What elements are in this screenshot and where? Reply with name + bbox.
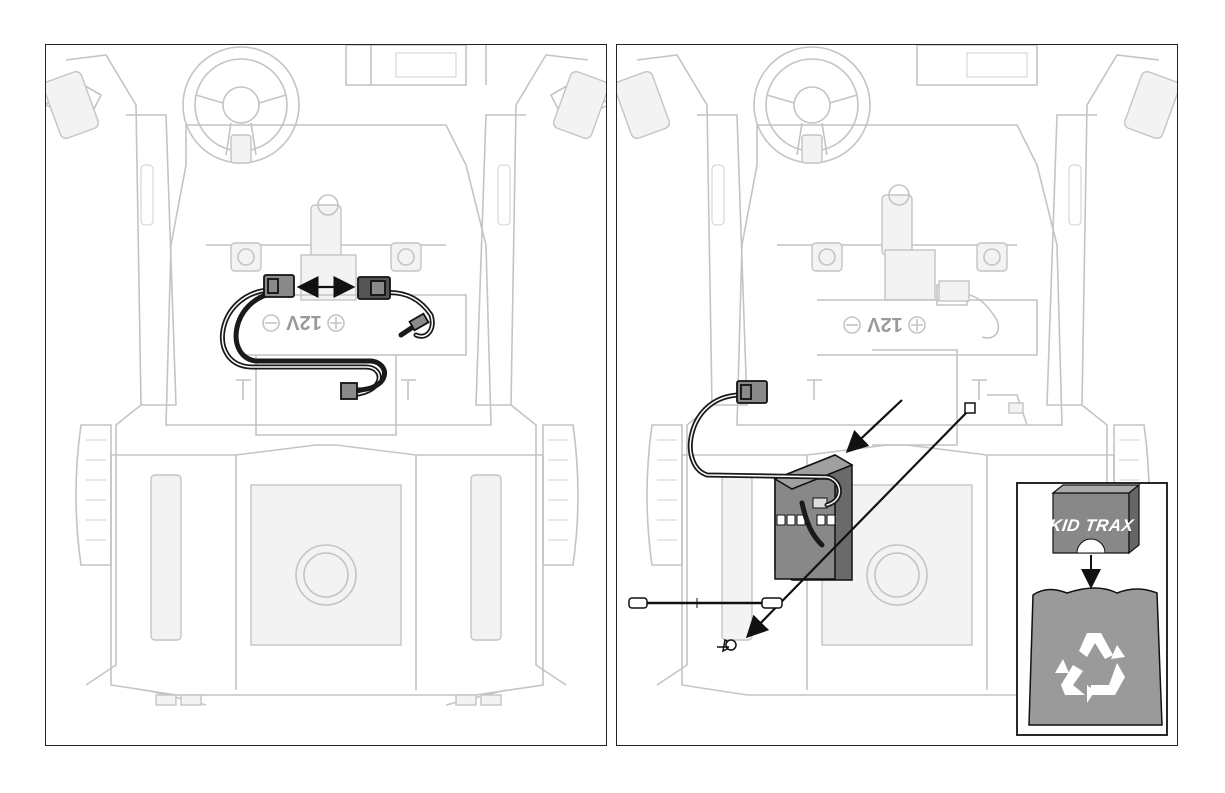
panel-left-disconnect: 12V [45, 44, 607, 746]
recycle-inset: KID TRAX [1017, 483, 1167, 735]
removed-battery [775, 455, 852, 580]
harness-plug [341, 383, 357, 399]
battery-terminal-symbols: 12V [263, 311, 344, 333]
vehicle-diagram-right: 12V [617, 45, 1178, 746]
strap-screw-point [965, 403, 975, 413]
panel-right-remove-battery: 12V [616, 44, 1178, 746]
screw-icon [717, 640, 736, 651]
battery-label: 12V [286, 311, 322, 333]
battery-terminal-symbols: 12V [844, 313, 925, 335]
vehicle-diagram-left: 12V [46, 45, 607, 746]
recycle-bag [1029, 588, 1162, 725]
vehicle-ghost-outline [46, 45, 607, 705]
kid-trax-logo: KID TRAX [1048, 516, 1136, 535]
screwdriver-icon [629, 598, 782, 608]
battery-label: 12V [867, 313, 903, 335]
